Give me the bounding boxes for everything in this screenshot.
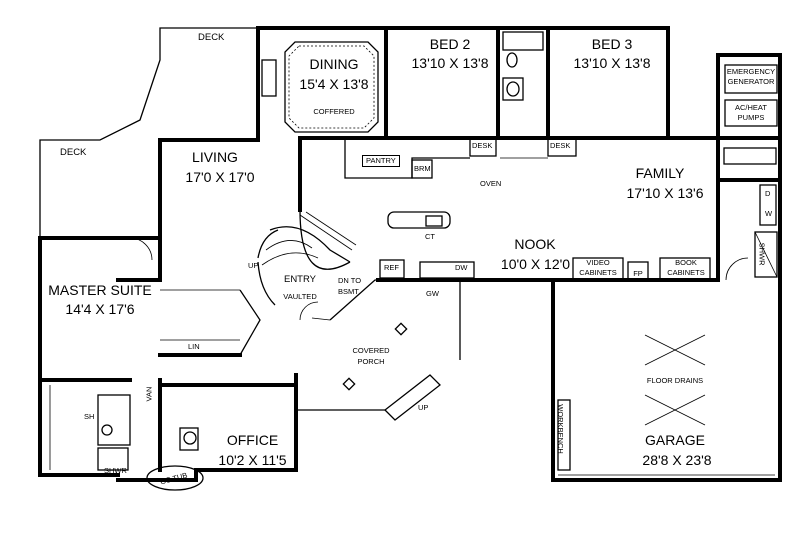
family-size: 17'10 X 13'6 — [626, 185, 704, 201]
entry-stair — [257, 209, 357, 306]
deck-outlines — [39, 27, 258, 238]
living-size: 17'0 X 17'0 — [185, 169, 255, 185]
porch-up-label: UP — [418, 403, 429, 412]
door-swings — [129, 237, 749, 321]
dining-size: 15'4 X 13'8 — [299, 76, 369, 92]
bed2-name: BED 2 — [429, 36, 471, 52]
bed3-size: 13'10 X 13'8 — [573, 55, 651, 71]
living-name: LIVING — [192, 149, 238, 165]
dining-name: DINING — [309, 56, 359, 72]
office-size: 10'2 X 11'5 — [218, 452, 287, 468]
family-built-ins — [572, 147, 778, 281]
oven-label: OVEN — [480, 179, 502, 188]
office-name: OFFICE — [226, 432, 279, 448]
kitchen-counters — [344, 137, 577, 279]
deck-top-label: DECK — [198, 32, 225, 43]
nook-name: NOOK — [514, 236, 556, 252]
acheat-label: AC/HEAT — [735, 103, 767, 112]
covered-porch — [295, 279, 461, 421]
family-name: FAMILY — [635, 165, 685, 181]
desk-kitchen-label: DESK — [472, 141, 493, 150]
generator-label: GENERATOR — [727, 77, 775, 86]
bed2-size: 13'10 X 13'8 — [411, 55, 489, 71]
dining-coffered-label: COFFERED — [313, 107, 355, 116]
ref-label: REF — [384, 263, 399, 272]
vaulted-label: VAULTED — [283, 292, 317, 301]
entry-label: ENTRY — [283, 274, 317, 285]
dining-coffered-ceiling — [261, 41, 379, 133]
covered-label: COVERED — [352, 346, 390, 355]
sh-label: SH — [84, 412, 95, 421]
dn-to-label: DN TO — [338, 276, 362, 285]
emergency-label: EMERGENCY — [726, 67, 776, 76]
stair-up-label: UP — [248, 261, 259, 270]
desk-family-label: DESK — [550, 141, 571, 150]
deck-left-label: DECK — [60, 147, 87, 158]
floor-drains-label: FLOOR DRAINS — [646, 376, 704, 385]
master-suite-name: MASTER SUITE — [48, 282, 152, 298]
dryer-label: D — [765, 189, 771, 198]
office-bath — [179, 427, 199, 451]
porch-label: PORCH — [357, 357, 385, 366]
shwr-label: SHWR — [104, 466, 127, 475]
workbench-label: WORKBENCH — [555, 404, 565, 454]
pumps-label: PUMPS — [737, 113, 765, 122]
washer-label: W — [765, 209, 773, 218]
van-label: VAN — [144, 386, 154, 402]
hall-bath — [498, 31, 548, 139]
pantry-label: PANTRY — [362, 155, 400, 168]
master-suite-size: 14'4 X 17'6 — [65, 301, 135, 317]
gw-label: GW — [426, 289, 439, 298]
linen-label: LIN — [188, 342, 200, 351]
fireplace-label: FP — [633, 269, 643, 278]
nook-size: 10'0 X 12'0 — [500, 256, 571, 272]
garage-name: GARAGE — [645, 432, 705, 448]
book-cabinets-label: CABINETS — [667, 268, 705, 277]
mechanical-room — [724, 64, 778, 127]
broom-label: BRM — [414, 164, 431, 173]
video-label: VIDEO — [586, 258, 610, 267]
exterior-walls — [38, 26, 782, 482]
dw-label: DW — [455, 263, 468, 272]
shwr-right-label: SHWR — [757, 242, 767, 266]
book-label: BOOK — [675, 258, 697, 267]
garage — [557, 334, 775, 476]
master-bath — [49, 289, 261, 491]
bed3-name: BED 3 — [591, 36, 633, 52]
video-cabinets-label: CABINETS — [579, 268, 617, 277]
garage-size: 28'8 X 23'8 — [642, 452, 712, 468]
ct-label: CT — [425, 232, 435, 241]
bsmt-label: BSMT — [338, 287, 359, 296]
